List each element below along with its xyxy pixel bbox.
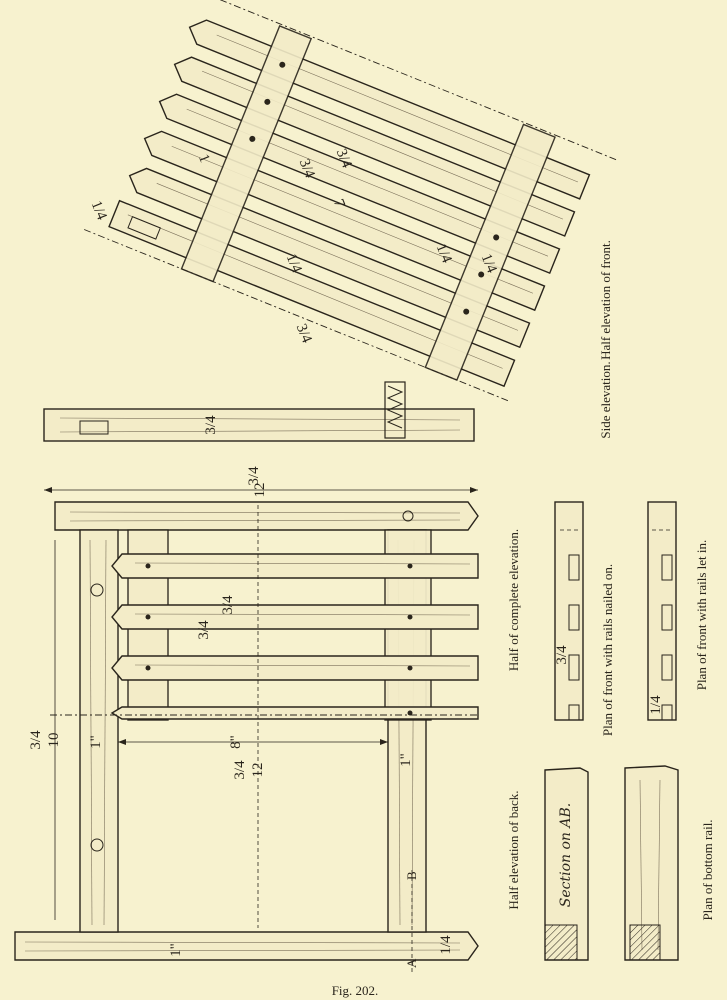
plan-rails-nailed-view: 3/4 <box>554 501 584 721</box>
section-ab-view: Section on AB. <box>544 767 589 961</box>
bottom-rail-plan-view <box>624 765 679 961</box>
hinge-bolt <box>384 381 406 439</box>
caption-half-elevation-back: Half elevation of back. <box>506 790 521 909</box>
height-left-frac: 3/4 <box>28 730 44 750</box>
rail-dim-left: 1" <box>168 943 184 957</box>
section-ab-label: Section on AB. <box>558 803 574 907</box>
caption-half-complete-elevation: Half of complete elevation. <box>506 529 521 671</box>
rail-left-long <box>14 931 479 961</box>
side-elevation-view: 3/4 <box>43 0 619 442</box>
side-base-dim: 3/4 <box>203 415 219 435</box>
front-slat-1 <box>111 553 479 579</box>
caption-side-elevation: Side elevation. <box>598 361 613 438</box>
front-slat-2 <box>111 604 479 630</box>
slat-dim-inner: 3/4 <box>196 620 212 640</box>
stile-dim-bottom: 1" <box>398 753 414 767</box>
inner-height-frac: 3/4 <box>232 760 248 780</box>
height-left-dim: 10 <box>46 733 62 748</box>
marker-b: B <box>404 871 419 880</box>
caption-plan-bottom-rail: Plan of bottom rail. <box>700 819 715 920</box>
complete-elevation-view: 12 3/4 <box>14 466 480 975</box>
side-dim-right-b: 1/4 <box>478 252 500 276</box>
plan-let-in-dim: 1/4 <box>648 695 664 715</box>
plan-nailed-dim: 3/4 <box>554 645 570 665</box>
side-dim-bottom: 3/4 <box>293 322 315 346</box>
slat-dim-outer: 3/4 <box>220 595 236 615</box>
caption-plan-rails-let-in: Plan of front with rails let in. <box>694 540 709 691</box>
rail-right-long <box>54 501 479 531</box>
side-dim-quarter: 1/4 <box>283 252 305 276</box>
overall-width-frac: 3/4 <box>246 466 262 486</box>
inner-height-dim: 12 <box>250 763 266 778</box>
front-slat-4 <box>110 706 479 720</box>
caption-half-elevation-front: Half elevation of front. <box>598 240 613 360</box>
stile-dim-top: 1" <box>88 735 104 749</box>
side-dim-left: 1/4 <box>88 199 110 223</box>
side-slat-dim-1: 3/4 <box>296 157 318 181</box>
inner-width-dim: 8" <box>228 735 244 749</box>
caption-plan-rails-nailed: Plan of front with rails nailed on. <box>600 564 615 736</box>
stile-top <box>79 529 119 933</box>
plan-rails-let-in-view: 1/4 <box>647 501 677 721</box>
front-slat-3 <box>111 655 479 681</box>
marker-a: A <box>404 958 419 968</box>
overall-width-dim: 12 <box>252 483 268 498</box>
side-slat-dim-2: 3/4 <box>333 147 355 171</box>
figure-caption: Fig. 202. <box>332 983 379 998</box>
side-dim-right-a: 1/4 <box>433 242 455 266</box>
rail-dim-quarter: 1/4 <box>438 935 454 955</box>
side-base-mortise <box>79 420 109 435</box>
side-base-plank <box>43 408 475 442</box>
